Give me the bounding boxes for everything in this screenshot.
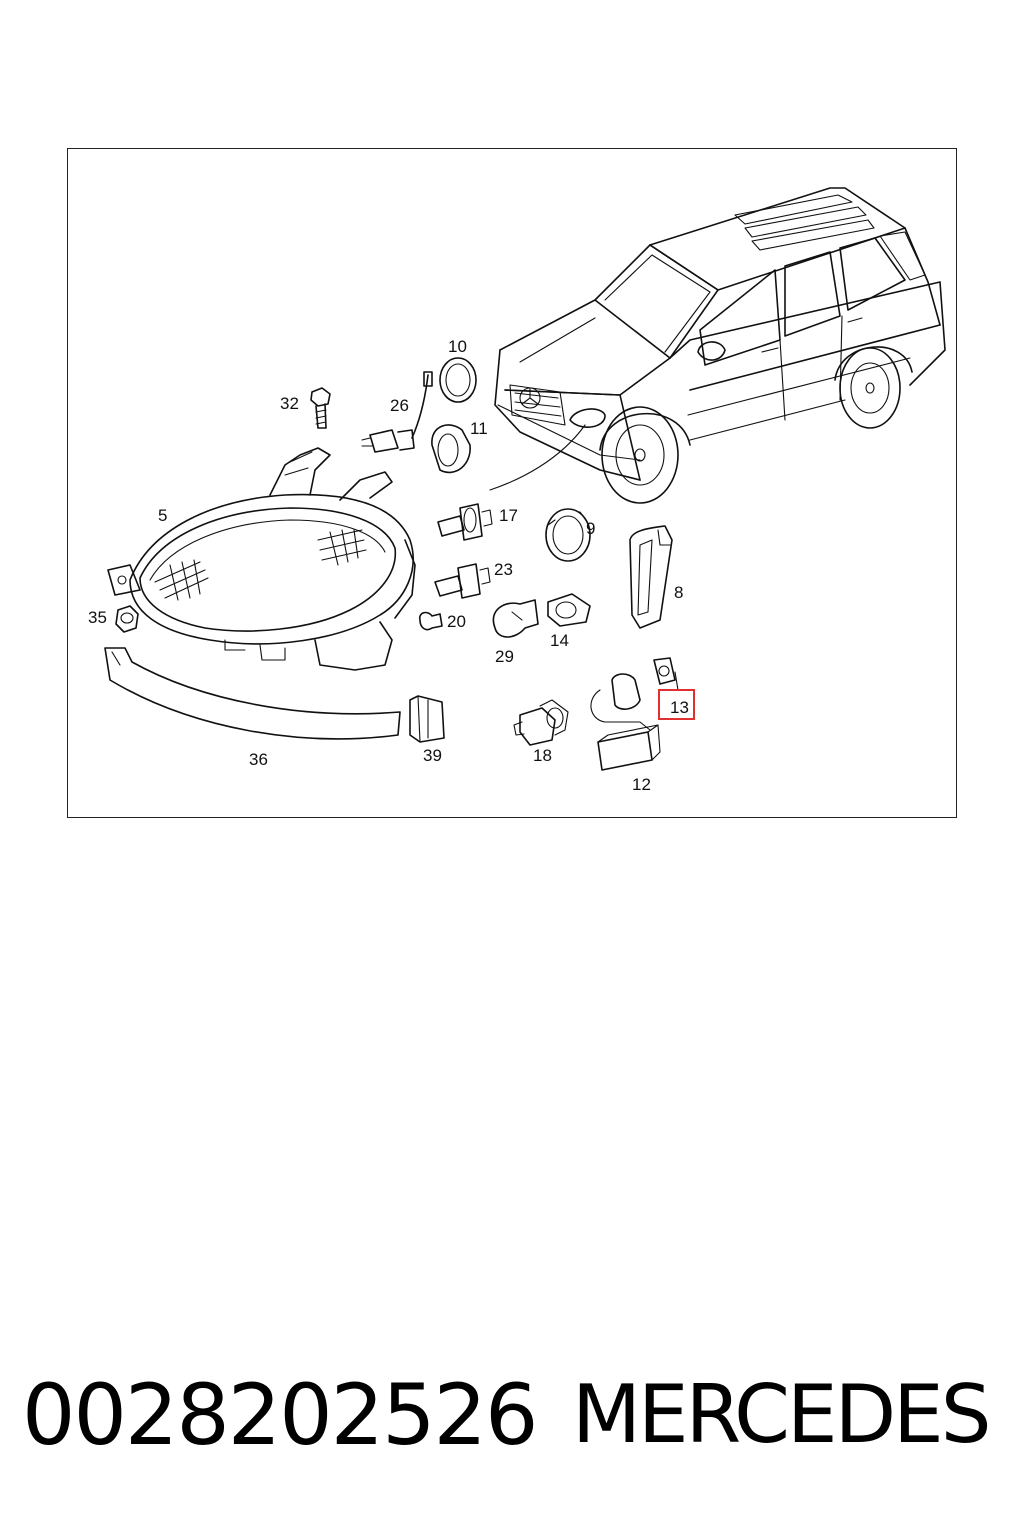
- nut-35: [115, 605, 139, 633]
- bolt-32: [310, 387, 331, 429]
- callout-10: 10: [448, 337, 467, 356]
- retaining-clip-11: [431, 424, 471, 474]
- callout-23: 23: [494, 560, 513, 579]
- bulb-20: [418, 611, 443, 631]
- bulb-with-wire-26: [361, 371, 433, 453]
- clip-39: [409, 695, 445, 743]
- suv-illustration: [489, 187, 946, 504]
- callout-5: 5: [158, 506, 167, 525]
- bulb-29: [492, 599, 539, 638]
- callout-12: 12: [632, 775, 651, 794]
- bulb-17: [437, 503, 493, 541]
- socket-14: [547, 593, 591, 627]
- callout-35: 35: [88, 608, 107, 627]
- seal-ring-10: [439, 357, 477, 403]
- callout-36: 36: [249, 750, 268, 769]
- callout-8: 8: [674, 583, 683, 602]
- wiring-harness-12: [590, 673, 661, 771]
- footer: 0028202526 MERCEDES: [0, 1360, 1024, 1470]
- trim-strip-36: [104, 647, 401, 740]
- headlamp-assembly: [107, 447, 416, 671]
- callout-13: 13: [670, 698, 689, 717]
- callout-32: 32: [280, 394, 299, 413]
- callout-14: 14: [550, 631, 569, 650]
- callout-20: 20: [447, 612, 466, 631]
- highlight-box-13: [658, 689, 695, 720]
- part-number: 0028202526: [22, 1366, 538, 1464]
- callout-18: 18: [533, 746, 552, 765]
- socket-18: [513, 699, 569, 746]
- callout-9: 9: [586, 519, 595, 538]
- callout-29: 29: [495, 647, 514, 666]
- callout-26: 26: [390, 396, 409, 415]
- connector-13: [653, 657, 679, 691]
- callout-11: 11: [470, 419, 488, 438]
- socket-ring-9: [545, 508, 591, 562]
- cover-8: [629, 525, 673, 629]
- bulb-23: [434, 563, 491, 599]
- callout-39: 39: [423, 746, 442, 765]
- callout-17: 17: [499, 506, 518, 525]
- brand-name: MERCEDES: [572, 1368, 992, 1461]
